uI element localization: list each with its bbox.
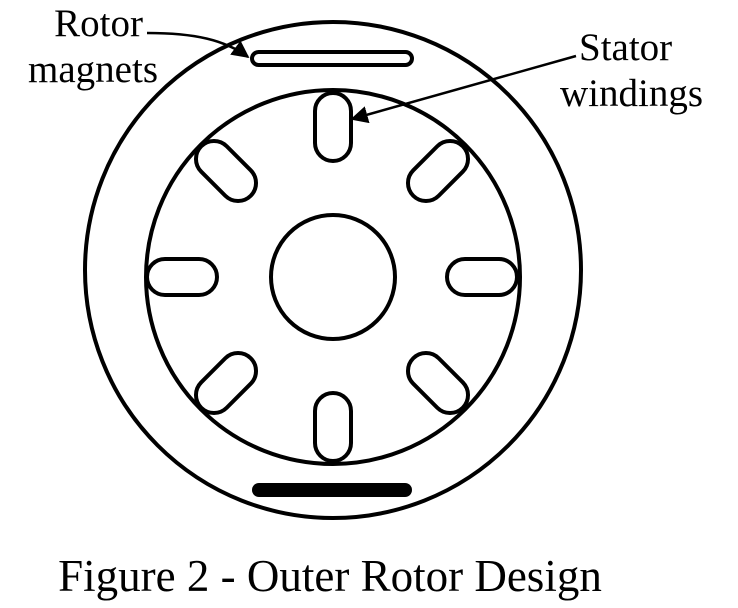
rotor-magnet-top [250, 50, 414, 67]
winding-slot-upper-right [405, 138, 471, 204]
shaft-circle [269, 213, 397, 341]
winding-slot-top [313, 91, 353, 163]
rotor-magnets-label-line1: Rotor [54, 2, 143, 45]
winding-slot-lower-left [193, 350, 259, 416]
rotor-magnet-bottom [252, 483, 412, 497]
stator-windings [145, 91, 519, 463]
rotor-outer-ring [83, 20, 583, 520]
winding-slot-right [445, 257, 519, 297]
stator-windings-leader [350, 54, 577, 124]
winding-slot-bottom [313, 391, 353, 463]
winding-slot-left [145, 257, 219, 297]
rotor-magnets-label-line2: magnets [28, 48, 158, 91]
figure-caption: Figure 2 - Outer Rotor Design [58, 551, 602, 601]
stator-windings-label-line2: windings [560, 72, 703, 115]
rotor-magnets-leader [146, 31, 250, 59]
stator-windings-label-line1: Stator [579, 26, 672, 69]
